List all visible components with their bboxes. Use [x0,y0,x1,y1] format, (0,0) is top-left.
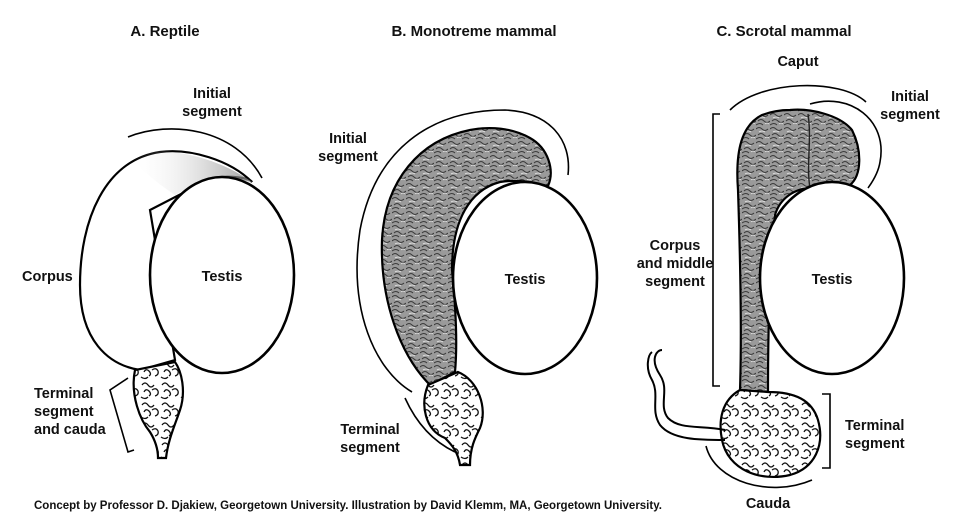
reptile-testis-label: Testis [202,269,243,285]
scrotal-testis-label: Testis [812,272,853,288]
reptile-corpus-label: Corpus [22,269,73,285]
scrotal-initial-label-2: segment [880,107,940,123]
reptile-terminal-coil [132,360,185,460]
scrotal-corpus-label-1: Corpus [650,238,701,254]
monotreme-testis [451,180,599,376]
scrotal-terminal-label-2: segment [845,436,905,452]
reptile-terminal-label-3: and cauda [34,422,107,438]
reptile-testis [148,175,296,375]
scrotal-initial-label-1: Initial [891,89,929,105]
scrotal-terminal-bracket [822,393,831,469]
monotreme-terminal-coil [423,370,484,467]
scrotal-vas-deferens-inner [646,351,726,441]
monotreme-testis-label: Testis [505,272,546,288]
monotreme-terminal-label-1: Terminal [340,422,399,438]
monotreme-terminal-bracket [404,397,456,453]
scrotal-cauda-coil [719,388,822,479]
reptile-terminal-bracket [109,377,135,454]
panel-reptile: A. Reptile Testis Initial segment Corpus… [22,23,296,460]
scrotal-corpus-bracket [712,113,720,387]
reptile-terminal-label-1: Terminal [34,386,93,402]
reptile-corpus [78,150,253,372]
scrotal-caput-label: Caput [777,54,818,70]
panel-a-title: A. Reptile [130,23,199,40]
reptile-terminal-label-2: segment [34,404,94,420]
reptile-initial-label-2: segment [182,104,242,120]
scrotal-testis [758,180,906,376]
reptile-initial-label-1: Initial [193,86,231,102]
reptile-initial-bracket [127,128,263,179]
reptile-initial-shading [130,151,252,195]
monotreme-terminal-label-2: segment [340,440,400,456]
monotreme-initial-label-2: segment [318,149,378,165]
scrotal-vas-deferens [653,349,726,431]
scrotal-corpus-label-3: segment [645,274,705,290]
scrotal-terminal-label-1: Terminal [845,418,904,434]
panel-c-title: C. Scrotal mammal [716,23,851,40]
monotreme-initial-label-1: Initial [329,131,367,147]
scrotal-cauda-bracket [705,445,813,489]
scrotal-initial-bracket [809,100,882,189]
panel-scrotal: C. Scrotal mammal Testis Caput Initial s… [637,23,940,512]
scrotal-corpus-label-2: and middle [637,256,714,272]
scrotal-cauda-label: Cauda [746,496,791,512]
scrotal-caput-divider [807,113,811,189]
panel-monotreme: B. Monotreme mammal Testis Initial segme… [318,23,599,467]
scrotal-caput-bracket [729,84,867,111]
monotreme-initial-bracket [356,109,570,393]
panel-b-title: B. Monotreme mammal [391,23,556,40]
illustration-credit: Concept by Professor D. Djakiew, Georget… [34,500,662,512]
